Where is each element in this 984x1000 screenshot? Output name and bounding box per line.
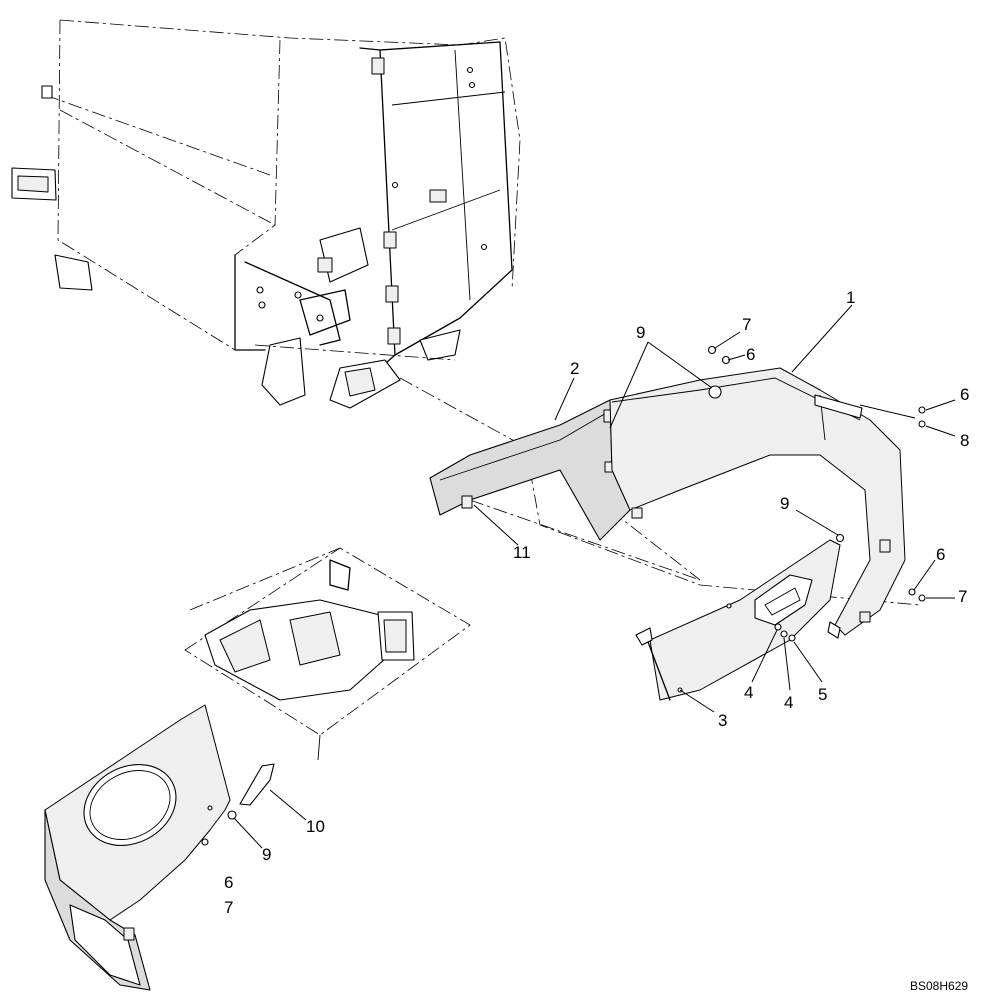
callout-7-lower: 7 (224, 898, 233, 917)
callout-10: 10 (306, 817, 325, 836)
callout-6-lower: 6 (224, 873, 233, 892)
callout-9-top: 9 (636, 323, 645, 342)
callout-1: 1 (846, 288, 855, 307)
assembly-centerline-3 (469, 499, 701, 581)
cab-assembly (11, 19, 521, 409)
callout-4-a: 4 (744, 683, 753, 702)
callout-9-right: 9 (780, 494, 789, 513)
callout-3: 3 (718, 711, 727, 730)
callout-6-right: 6 (960, 385, 969, 404)
callout-7-lower-right: 7 (958, 587, 967, 606)
callout-labels: 1 2 9 7 6 6 8 9 11 6 7 4 4 5 3 10 9 6 7 (224, 288, 969, 917)
callout-9-lower: 9 (262, 845, 271, 864)
callout-6-lower-right: 6 (936, 545, 945, 564)
side-panel-part-3 (635, 539, 841, 701)
lower-side-panel (44, 704, 275, 991)
callout-7-top: 7 (742, 315, 751, 334)
callout-5: 5 (818, 685, 827, 704)
drawing-code: BS08H629 (910, 979, 968, 993)
leader-lines (233, 304, 956, 849)
callout-6-top: 6 (746, 345, 755, 364)
fasteners (707, 345, 926, 642)
main-shroud-part-1 (609, 367, 906, 639)
callout-2: 2 (570, 359, 579, 378)
callout-8: 8 (960, 431, 969, 450)
callout-4-b: 4 (784, 693, 793, 712)
engine-frame-assembly (184, 547, 471, 761)
callout-11: 11 (513, 543, 531, 562)
fender-shield-part-2 (429, 399, 631, 541)
